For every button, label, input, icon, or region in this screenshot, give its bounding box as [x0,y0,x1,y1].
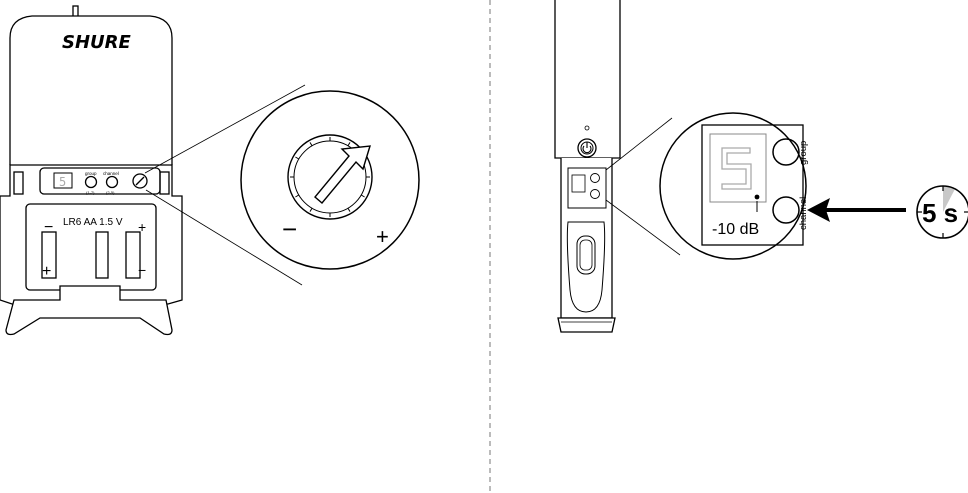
channel-mini-label: channel [103,171,119,176]
hold-timer [916,185,968,239]
power-button-outer[interactable] [577,138,597,158]
seven-segment-digit-5 [721,147,752,190]
zoom-line-top [144,84,306,174]
knob-direction-arrow [314,145,371,204]
knob-tick [347,142,351,147]
right-zoom-line-bottom [605,199,681,256]
zoom-segment-display [709,133,767,203]
zoom-channel-label: channel [798,197,809,230]
control-strip [39,167,161,195]
display-zoom-callout [659,112,807,260]
gain-knob-arrow [135,176,145,186]
zoom-group-button[interactable] [772,138,800,166]
mini-display [53,172,73,189]
side-slot-left [13,171,24,195]
battery-slot-right [125,231,141,279]
handheld-channel-button[interactable] [590,189,600,199]
zoom-channel-button[interactable] [772,196,800,224]
mini-display-digit: 5 [59,175,66,189]
handheld-group-button[interactable] [590,173,600,183]
battery-minus-bottom: − [138,262,146,278]
handheld-grip [566,221,606,313]
battery-slot-left [41,231,57,279]
transmitter-stand [5,285,173,336]
right-zoom-line-top [605,117,673,171]
knob-minus-label: − [282,214,297,244]
channel-range-label: (2-5) [106,190,115,195]
handheld-bottom-cap [557,317,616,333]
battery-slot-mid [95,231,109,279]
zoom-group-label: group [798,141,809,165]
handheld-mini-display [571,174,586,193]
handheld-upper-body [554,0,621,159]
zoom-control-panel [701,124,804,246]
timer-elapsed-wedge [943,186,955,212]
battery-plus-bottom: + [42,263,51,280]
display-decimal-dot [754,194,760,200]
group-range-label: (1-7) [86,190,95,195]
battery-type-label: LR6 AA 1.5 V [63,217,123,228]
knob-tick [295,156,300,160]
knob-tick [295,194,300,198]
knob-tick [309,207,313,212]
attenuation-label: -10 dB [712,221,759,238]
belt-clip [9,15,173,165]
bodypack-transmitter [0,5,183,336]
knob-zoom-callout [240,90,420,270]
handheld-grip-window-inner [579,239,593,271]
battery-plus-top: + [138,219,146,235]
handheld-grip-window [576,235,596,275]
brand-logo: SHURE [62,32,132,53]
handheld-transmitter [554,0,621,333]
group-button[interactable] [84,175,98,189]
group-mini-label: group [85,171,97,176]
knob-tick [360,194,365,198]
timer-label: 5 s [922,198,958,228]
knob-tick [309,142,313,147]
transmitter-body [0,164,183,305]
power-icon [582,145,592,154]
knob-tick [347,207,351,212]
knob-outer-ring [287,134,373,220]
knob-plus-label: + [376,224,389,249]
channel-button[interactable] [105,175,119,189]
knob-scale-ticks [290,137,370,217]
press-arrow [807,198,906,222]
battery-minus-top: − [44,219,53,236]
gain-knob[interactable] [132,173,148,189]
press-arrow-head [807,198,830,222]
handheld-control-panel [567,167,607,209]
power-indicator-led [584,125,590,131]
zoom-line-bottom [145,189,303,286]
